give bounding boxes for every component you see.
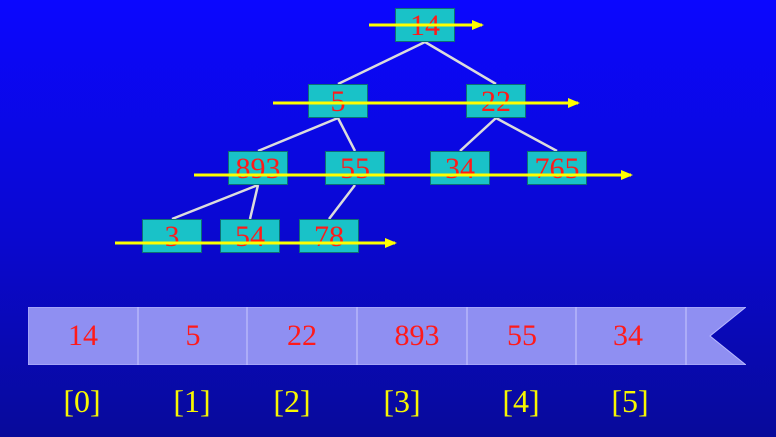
tree-edges (171, 40, 558, 221)
tree-node: 893 (228, 151, 288, 185)
array-cell: 55 (507, 319, 537, 352)
tree-edge (336, 117, 357, 152)
tree-edge (424, 40, 497, 86)
array-index: [2] (273, 383, 311, 419)
tree-edge (328, 184, 356, 220)
tree-edge (171, 183, 259, 221)
array-cell: 34 (613, 319, 643, 352)
tree-edge (337, 40, 426, 86)
tree-edge (248, 184, 260, 220)
tree-node: 78 (299, 219, 359, 253)
array-cell: 14 (68, 319, 98, 352)
array-index: [1] (173, 383, 211, 419)
tree-node: 54 (220, 219, 280, 253)
tree-node: 34 (430, 151, 490, 185)
array-index: [3] (383, 383, 421, 419)
array-cell: 22 (287, 319, 317, 352)
array-index: [4] (502, 383, 540, 419)
tree-edge (257, 116, 339, 153)
tree-node: 3 (142, 219, 202, 253)
tree-node: 22 (466, 84, 526, 118)
array-index: [5] (611, 383, 649, 419)
tree-node: 55 (325, 151, 385, 185)
array-index: [0] (63, 383, 101, 419)
tree-node: 5 (308, 84, 368, 118)
tree-node: 765 (527, 151, 587, 185)
tree-edge (459, 117, 497, 152)
array-strip: 14 5 22 893 55 34 (28, 307, 746, 365)
array-cell: 5 (185, 319, 201, 352)
array-background (28, 307, 746, 365)
tree-edge (495, 116, 558, 153)
array-cell: 893 (394, 319, 440, 352)
